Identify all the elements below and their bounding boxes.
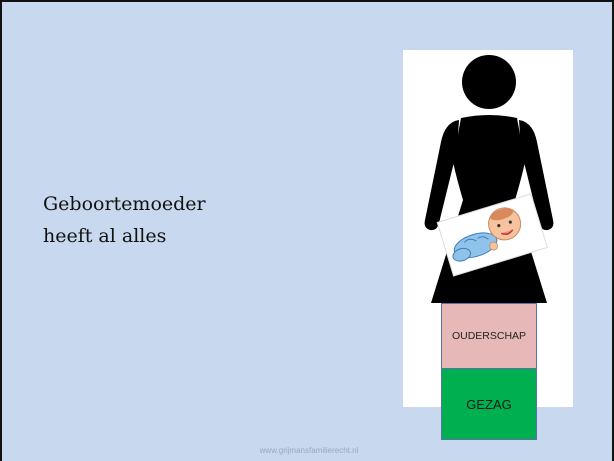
slide-text-line-2: heeft al alles [43,225,167,247]
slide-text: Geboortemoeder heeft al alles [43,188,206,252]
footer-url: www.grijmansfamilierecht.nl [259,446,359,455]
slide-text-line-1: Geboortemoeder [43,193,206,215]
baby-icon [436,193,548,277]
ouderschap-box: OUDERSCHAP [441,303,537,369]
gezag-box: GEZAG [441,369,537,440]
